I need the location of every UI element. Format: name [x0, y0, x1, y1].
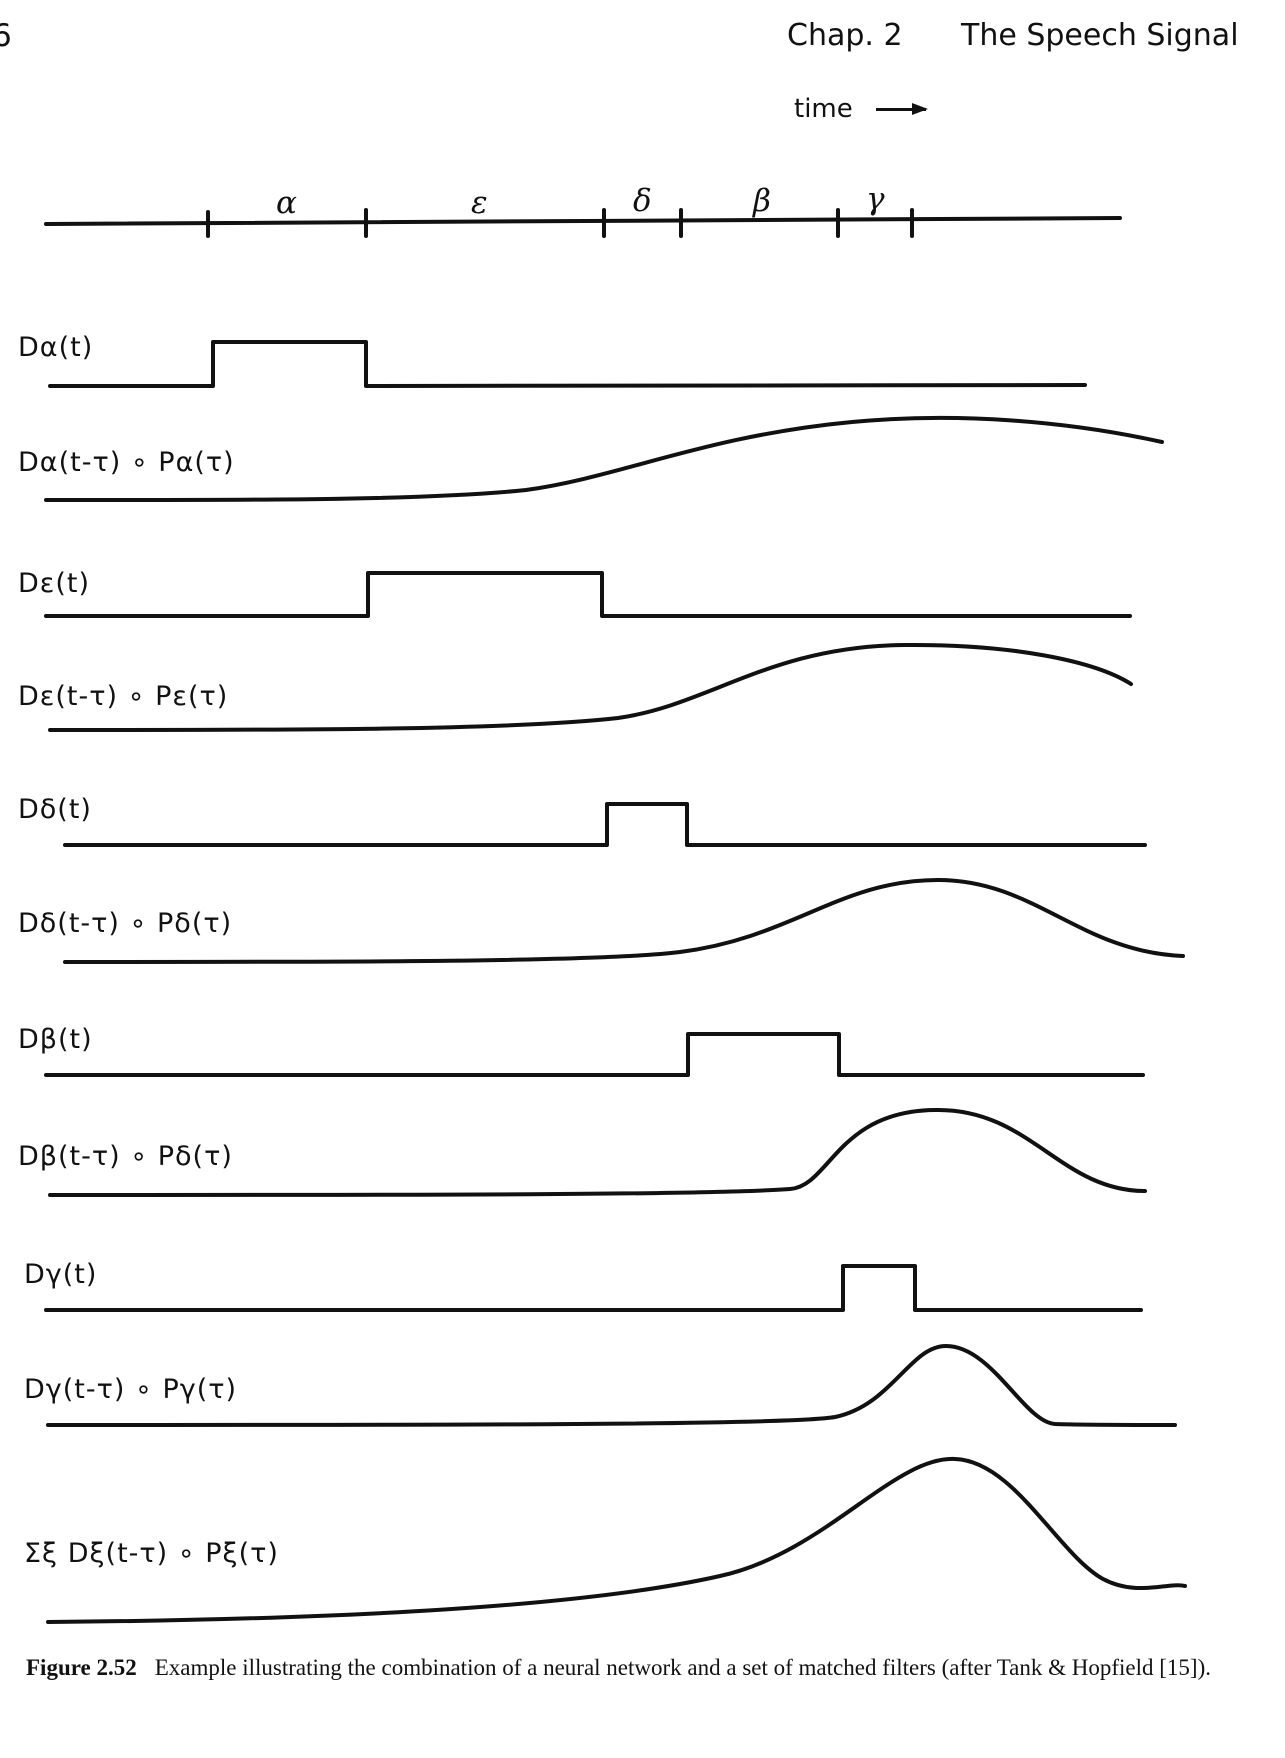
row-label: Dγ(t) [24, 1259, 97, 1290]
row-label: Dδ(t-τ) ∘ Pδ(τ) [18, 908, 232, 939]
signal-trace [46, 1456, 1187, 1624]
row-label: Dβ(t) [18, 1024, 93, 1055]
signal-trace [44, 1264, 1143, 1312]
time-arrow-icon [876, 103, 928, 115]
signal-trace [48, 340, 1087, 388]
signal-trace [48, 642, 1133, 732]
row-label: Dα(t) [18, 332, 93, 363]
neural-network-figure: α ε δ β γ Dα(t) Dα(t-τ) ∘ Pα(τ) Dε(t) Dε… [18, 181, 1187, 1624]
segment-label: ε [471, 185, 488, 221]
row-label: Dδ(t) [18, 794, 92, 825]
time-axis-line [44, 216, 1122, 226]
figure-caption-text: Example illustrating the combination of … [154, 1655, 1211, 1680]
signal-trace [63, 802, 1147, 847]
signal-trace [63, 878, 1185, 964]
segment-label: α [276, 185, 297, 221]
row-label: Dα(t-τ) ∘ Pα(τ) [18, 447, 235, 478]
signal-trace [46, 1344, 1177, 1427]
row-label: Dγ(t-τ) ∘ Pγ(τ) [24, 1374, 237, 1405]
figure-caption: Figure 2.52 Example illustrating the comb… [26, 1650, 1226, 1685]
signal-trace [44, 1032, 1145, 1077]
signal-trace [44, 571, 1132, 618]
segment-label: β [752, 183, 771, 219]
section-title: The Speech Signal [961, 18, 1239, 53]
signal-trace [44, 415, 1164, 503]
row-label: Dβ(t-τ) ∘ Pδ(τ) [18, 1141, 233, 1172]
chapter-heading: Chap. 2 [787, 18, 903, 53]
row-label: Dε(t) [18, 568, 90, 599]
time-label: time [794, 94, 853, 124]
segment-label: γ [866, 181, 885, 217]
segment-label: δ [633, 183, 652, 219]
signal-trace [48, 1107, 1147, 1197]
page-number: 6 [0, 18, 12, 54]
row-label: Σξ Dξ(t-τ) ∘ Pξ(τ) [24, 1538, 279, 1569]
row-label: Dε(t-τ) ∘ Pε(τ) [18, 681, 228, 712]
figure-caption-label: Figure 2.52 [26, 1655, 137, 1680]
